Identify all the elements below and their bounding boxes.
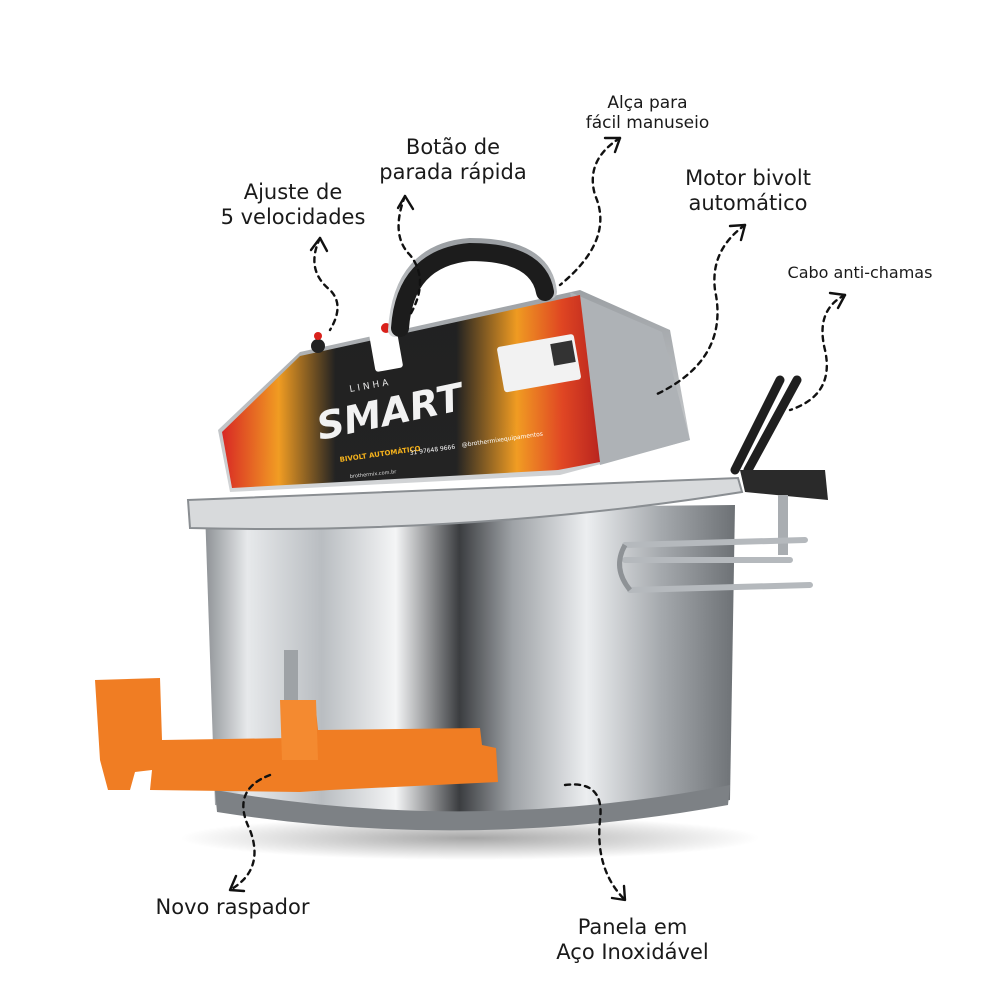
side-clamp: [617, 495, 813, 593]
stop-leader: [397, 194, 422, 317]
speed-leader: [313, 236, 339, 332]
website: brothermix.com.br: [350, 469, 398, 480]
speed-knob-indicator: [314, 332, 322, 340]
scraper-blade: [95, 650, 498, 792]
callout-motor: Motor bivolt automático: [685, 166, 811, 215]
motor-housing: LINHA SMART BIVOLT AUTOMÁTICO 31 97648 9…: [218, 290, 690, 492]
power-cable: [730, 375, 828, 500]
callout-cable: Cabo anti-chamas: [787, 263, 933, 282]
floor-shadow: [180, 816, 760, 860]
callout-quick-stop: Botão de parada rápida: [379, 135, 527, 184]
scraper-leader: [228, 773, 272, 892]
speed-knob: [311, 339, 325, 353]
motor-leader: [653, 223, 747, 397]
callout-speed-adjust: Ajuste de 5 velocidades: [220, 180, 366, 229]
callout-steel-pan: Panela em Aço Inoxidável: [556, 915, 709, 964]
cable-leader: [788, 293, 847, 412]
callout-handle: Alça para fácil manuseio: [585, 93, 710, 134]
callout-scraper: Novo raspador: [155, 895, 310, 919]
pan-leader: [563, 783, 627, 902]
handle-leader: [558, 136, 622, 287]
